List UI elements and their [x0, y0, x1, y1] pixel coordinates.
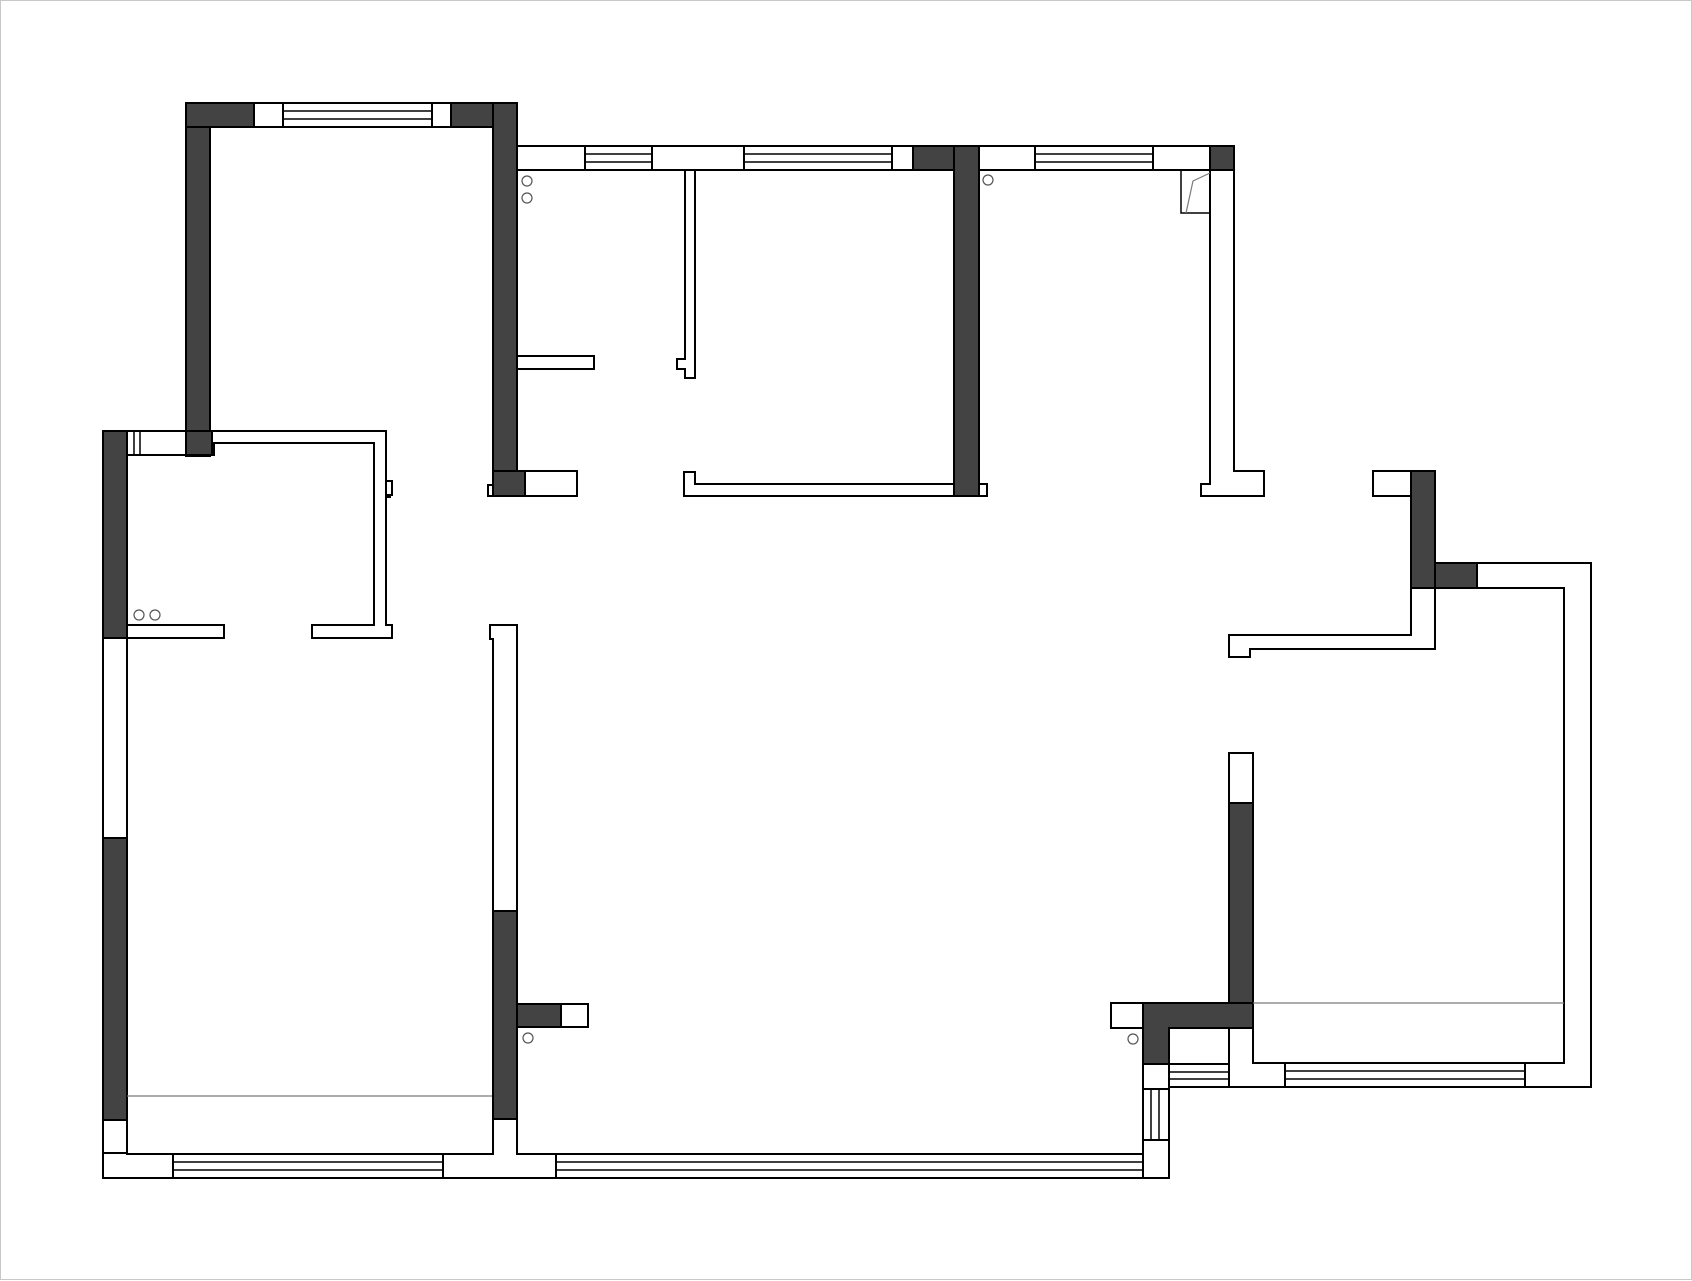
window — [126, 430, 187, 456]
wall-stub — [978, 483, 988, 497]
pipe-icon — [1127, 1033, 1139, 1045]
structural-wall — [1410, 470, 1436, 589]
partition-wall — [211, 430, 393, 639]
window — [172, 1153, 444, 1179]
structural-wall — [516, 1003, 562, 1028]
wall-pier — [1228, 752, 1254, 804]
pipe-icon — [521, 175, 533, 187]
wardrobe-corner — [1185, 172, 1211, 214]
structural-wall — [1228, 802, 1254, 1004]
partition-wall — [516, 145, 586, 171]
structural-wall — [102, 837, 128, 1121]
structural-wall — [492, 470, 526, 497]
structural-wall — [102, 430, 128, 639]
structural-wall — [1209, 145, 1235, 171]
partition-wall — [676, 169, 696, 379]
window-pier — [253, 102, 284, 128]
partition-wall — [524, 470, 578, 497]
structural-wall — [953, 145, 980, 497]
pipe-icon — [133, 609, 145, 621]
partition-wall — [126, 624, 225, 639]
pipe-risers — [133, 174, 1139, 1045]
window — [102, 637, 128, 839]
window — [584, 145, 653, 171]
west-room-walls — [102, 430, 589, 1179]
partition-wall — [1200, 169, 1265, 497]
window-pier — [978, 145, 1036, 171]
wall-pier — [560, 1003, 589, 1028]
partition-wall — [651, 145, 745, 171]
partition-wall — [683, 471, 955, 497]
partition-wall — [1228, 587, 1436, 658]
window — [743, 145, 893, 171]
wardrobe-corner — [1180, 169, 1211, 214]
structural-wall — [185, 430, 213, 456]
window-pier — [891, 145, 914, 171]
wall-pier — [1142, 1139, 1170, 1179]
window — [282, 102, 433, 128]
exterior-wall — [1476, 562, 1592, 1088]
structural-wall — [1434, 562, 1478, 589]
east-room-walls — [1110, 470, 1592, 1088]
wall-pier — [1372, 470, 1412, 497]
pipe-icon — [982, 174, 994, 186]
structural-wall — [185, 102, 211, 457]
wall-pier — [1228, 1027, 1286, 1088]
pipe-icon — [149, 609, 161, 621]
structural-wall — [492, 910, 518, 1120]
window — [1034, 145, 1154, 171]
window — [1284, 1062, 1526, 1088]
wall-pier — [102, 1152, 174, 1179]
structural-wall — [185, 102, 255, 128]
north-rooms-walls — [516, 145, 1265, 497]
wall-pier — [1110, 1002, 1144, 1029]
pipe-icon — [521, 192, 533, 204]
pipe-icon — [522, 1032, 534, 1044]
north-west-room-walls — [185, 102, 578, 497]
window — [1168, 1063, 1230, 1088]
window — [1142, 1088, 1170, 1141]
south-living-walls — [555, 1063, 1170, 1179]
window — [555, 1153, 1144, 1179]
structural-wall — [492, 102, 518, 497]
window-pier — [1152, 145, 1211, 171]
partition-wall — [516, 355, 595, 370]
window-pier — [431, 102, 452, 128]
wall-stub — [487, 484, 494, 497]
wall-pier — [442, 1118, 557, 1179]
wall-stub — [385, 480, 393, 496]
partition-wall — [489, 624, 518, 912]
wall-pier — [1142, 1063, 1170, 1090]
